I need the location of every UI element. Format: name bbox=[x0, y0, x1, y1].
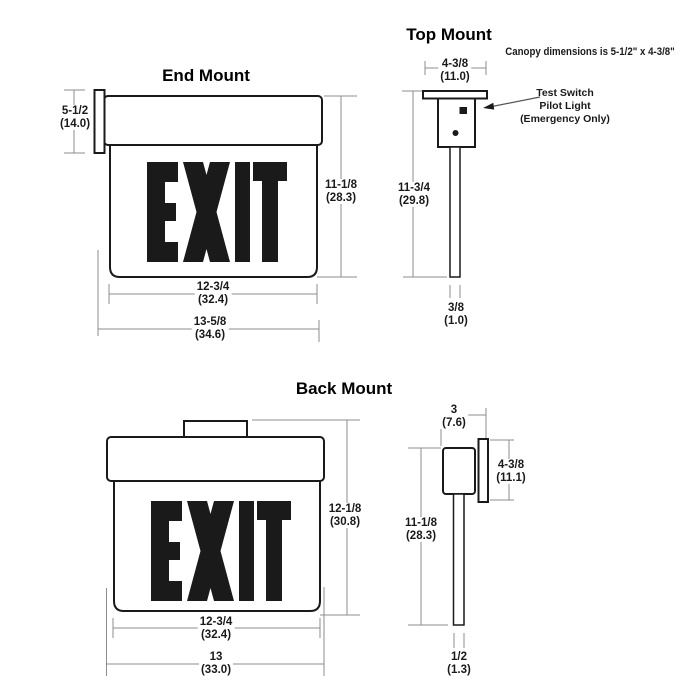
top-mount-title: Top Mount bbox=[406, 25, 492, 44]
back-mount-title: Back Mount bbox=[295, 379, 393, 398]
dim-end-mount-inner-width: 12-3/4 (32.4) bbox=[194, 281, 232, 307]
dim-value-cm: (33.0) bbox=[200, 663, 232, 676]
dim-value-cm: (1.0) bbox=[444, 314, 468, 327]
dim-value-cm: (32.4) bbox=[200, 628, 232, 641]
top-mount-housing bbox=[437, 97, 476, 148]
back-mount-back-plate bbox=[477, 438, 489, 503]
dim-value-in: 1/2 bbox=[451, 651, 467, 663]
dim-top-mount-canopy-width: 4-3/8 (11.0) bbox=[438, 58, 472, 84]
back-mount-canopy bbox=[106, 436, 325, 482]
dim-value-in: 3 bbox=[450, 404, 458, 416]
test-switch-marker bbox=[459, 107, 467, 114]
back-mount-drawing bbox=[106, 419, 360, 676]
dim-value-cm: (28.3) bbox=[405, 529, 437, 542]
dim-value-cm: (7.6) bbox=[442, 416, 466, 429]
dim-top-mount-height: 11-3/4 (29.8) bbox=[396, 182, 432, 208]
callout-line-3: (Emergency Only) bbox=[520, 113, 610, 125]
dim-end-mount-outer-width: 13-5/8 (34.6) bbox=[191, 316, 229, 342]
end-mount-canopy bbox=[103, 95, 323, 146]
dim-value-cm: (11.0) bbox=[440, 70, 470, 83]
test-switch-callout: Test Switch Pilot Light (Emergency Only) bbox=[520, 87, 610, 126]
dim-value-in: 13-5/8 bbox=[193, 316, 227, 328]
pilot-light-marker bbox=[452, 130, 459, 136]
dim-value-cm: (30.8) bbox=[329, 515, 361, 528]
top-mount-canopy-plate bbox=[422, 90, 488, 100]
dim-value-in: 11-1/8 bbox=[405, 517, 437, 529]
back-mount-stub bbox=[183, 420, 248, 438]
dim-top-mount-blade-thickness: 3/8 (1.0) bbox=[442, 302, 470, 328]
callout-line-1: Test Switch bbox=[536, 87, 594, 99]
canopy-dimensions-note: Canopy dimensions is 5-1/2" x 4-3/8" bbox=[505, 46, 675, 58]
dim-back-mount-height: 12-1/8 (30.8) bbox=[326, 503, 364, 529]
dim-end-mount-canopy-height: 5-1/2 (14.0) bbox=[57, 105, 93, 131]
dim-back-mount-plate-height: 4-3/8 (11.1) bbox=[494, 459, 528, 485]
dim-value-cm: (1.3) bbox=[447, 663, 471, 676]
dim-value-in: 4-3/8 bbox=[441, 58, 469, 70]
end-mount-drawing bbox=[64, 89, 357, 342]
back-mount-side-blade bbox=[452, 493, 465, 626]
dim-value-in: 11-1/8 bbox=[325, 179, 357, 191]
back-mount-side-housing bbox=[442, 447, 476, 495]
dim-value-cm: (14.0) bbox=[59, 117, 91, 130]
dim-value-in: 12-3/4 bbox=[196, 281, 230, 293]
dim-value-in: 5-1/2 bbox=[61, 105, 89, 117]
top-mount-blade bbox=[449, 146, 461, 278]
dim-back-mount-depth: 3 (7.6) bbox=[440, 404, 468, 430]
dim-value-in: 13 bbox=[209, 651, 223, 663]
callout-arrow-icon bbox=[483, 96, 541, 110]
dim-value-in: 12-3/4 bbox=[199, 616, 233, 628]
end-mount-title: End Mount bbox=[162, 66, 250, 85]
dim-back-mount-blade-thickness: 1/2 (1.3) bbox=[445, 651, 473, 677]
dim-back-mount-inner-width: 12-3/4 (32.4) bbox=[197, 616, 235, 642]
dim-value-cm: (29.8) bbox=[398, 194, 430, 207]
dim-value-cm: (34.6) bbox=[194, 328, 226, 341]
dim-value-in: 3/8 bbox=[448, 302, 464, 314]
dim-value-cm: (28.3) bbox=[325, 191, 357, 204]
dim-value-in: 11-3/4 bbox=[398, 182, 430, 194]
back-mount-side-drawing bbox=[408, 408, 514, 648]
dim-value-in: 4-3/8 bbox=[497, 459, 525, 471]
end-mount-dimension-lines bbox=[64, 89, 357, 342]
callout-line-2: Pilot Light bbox=[539, 100, 591, 112]
dim-end-mount-height: 11-1/8 (28.3) bbox=[323, 179, 359, 205]
dim-back-mount-outer-width: 13 (33.0) bbox=[198, 651, 234, 677]
dim-value-in: 12-1/8 bbox=[328, 503, 362, 515]
end-mount-bracket bbox=[93, 89, 106, 154]
dim-back-mount-side-height: 11-1/8 (28.3) bbox=[403, 517, 439, 543]
dim-value-cm: (11.1) bbox=[496, 471, 526, 484]
dim-value-cm: (32.4) bbox=[197, 293, 229, 306]
